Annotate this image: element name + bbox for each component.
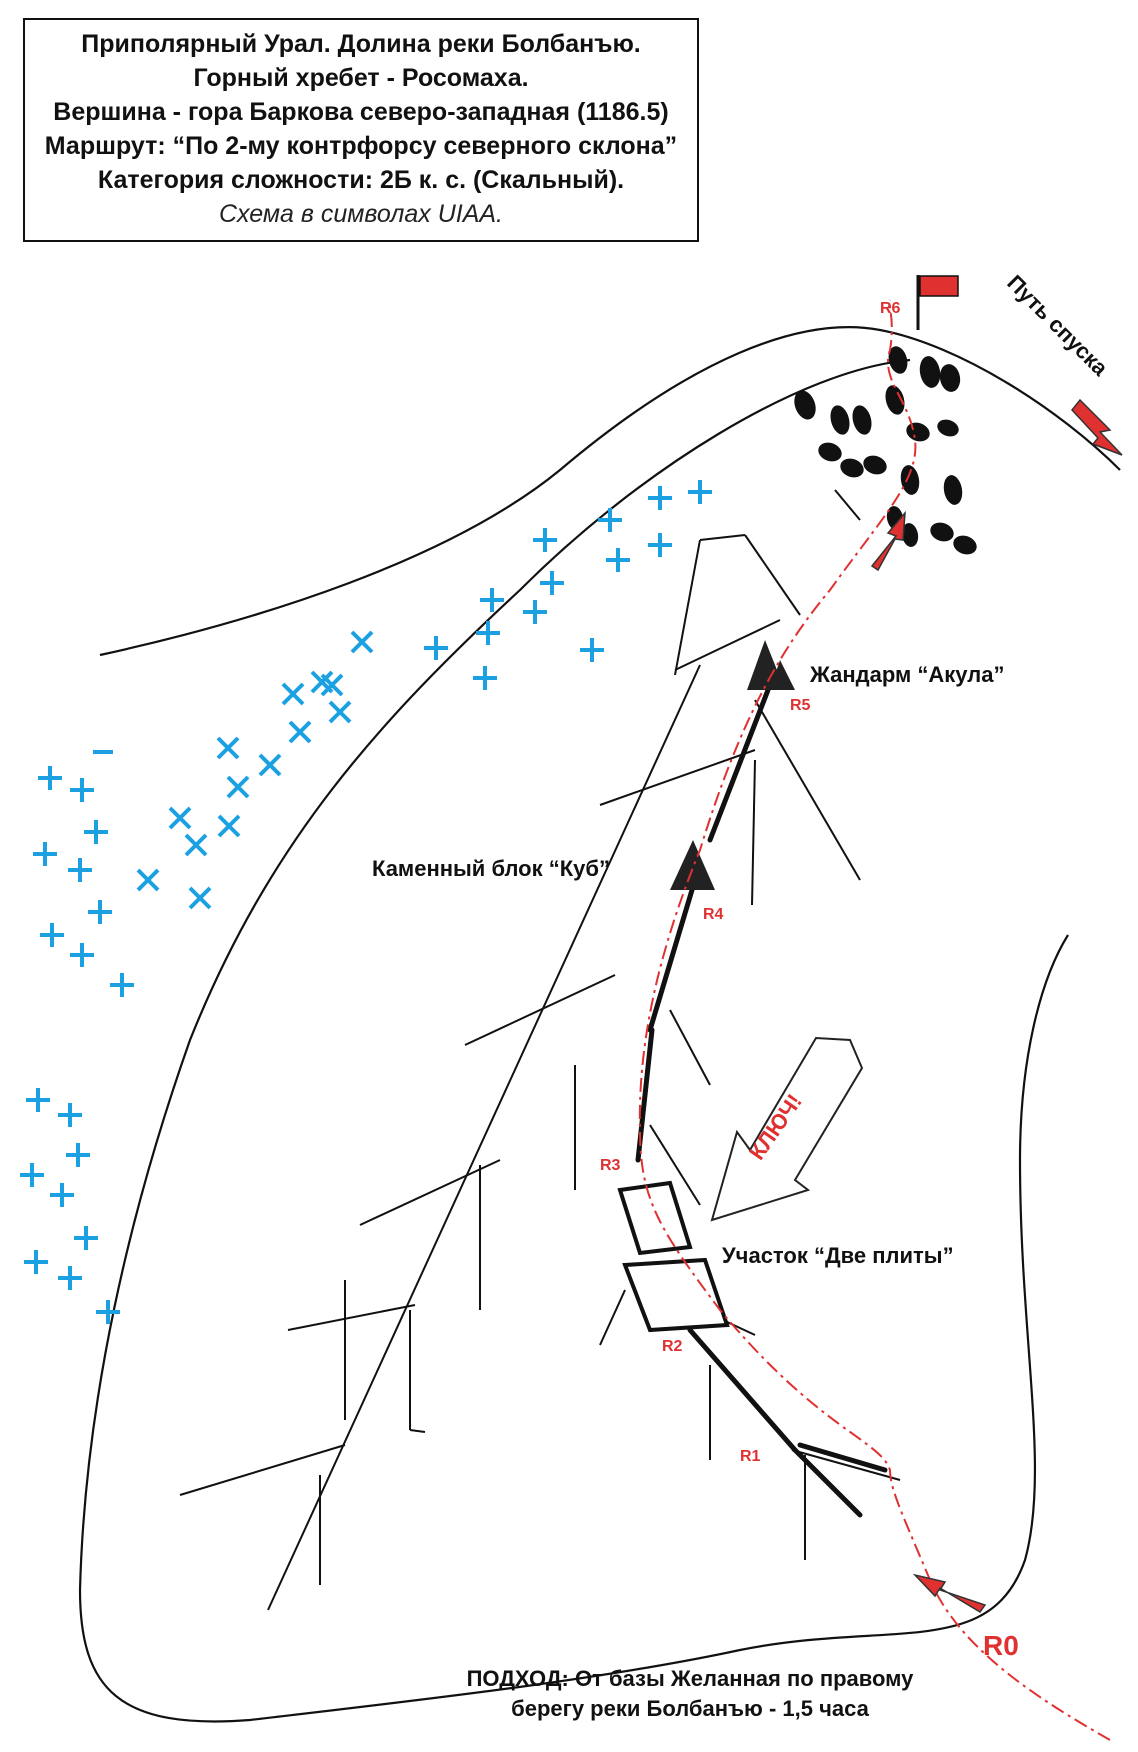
plus-symbol-icon — [480, 588, 504, 612]
x-symbol-icon — [258, 753, 282, 777]
title-grade: Категория сложности: 2Б к. с. (Скальный)… — [97, 166, 625, 194]
title-summit: Вершина - гора Баркова северо-западная (… — [53, 98, 669, 126]
plus-symbol-icon — [40, 923, 64, 947]
x-symbol-icon — [328, 700, 352, 724]
boulder-icon — [840, 458, 864, 478]
approach-line-2: берегу реки Болбанъю - 1,5 часа — [511, 1696, 869, 1721]
gendarme-triangles — [670, 640, 795, 890]
title-legend-note: Схема в символах UIAA. — [218, 200, 504, 228]
plus-symbol-icon — [58, 1266, 82, 1290]
x-symbol-icon — [188, 886, 212, 910]
route-point-r5: R5 — [790, 697, 811, 714]
plus-symbol-icon — [70, 778, 94, 802]
mountain-outline — [78, 358, 1069, 1723]
two-slabs — [617, 1180, 730, 1333]
x-symbol-icon — [217, 814, 241, 838]
ridge-outline — [99, 326, 1121, 657]
summit-flag-icon — [916, 275, 959, 330]
approach-line-1: ПОДХОД: От базы Желанная по правому — [466, 1666, 914, 1691]
title-ridge: Горный хребет - Росомаха. — [193, 64, 529, 92]
x-symbol-icon — [136, 868, 160, 892]
plus-symbol-icon — [540, 571, 564, 595]
route-up-arrow-icon — [870, 510, 906, 572]
boulder-icon — [830, 405, 850, 435]
boulder-icon — [888, 346, 908, 374]
approach-note: ПОДХОД: От базы Желанная по правому бере… — [380, 1664, 1000, 1724]
plus-symbol-icon — [66, 1143, 90, 1167]
boulder-icon — [906, 422, 930, 442]
boulder-icon — [852, 405, 872, 435]
boulder-icon — [863, 455, 887, 475]
plus-symbol-icon — [523, 600, 547, 624]
plus-symbol-icon — [648, 533, 672, 557]
x-symbol-icon — [184, 833, 208, 857]
route-point-r6: R6 — [880, 300, 901, 317]
two-slabs-label: Участок “Две плиты” — [722, 1243, 954, 1268]
boulder-icon — [953, 535, 977, 555]
plus-symbol-icon — [88, 900, 112, 924]
plus-symbol-icon — [33, 842, 57, 866]
snow-symbols — [20, 480, 712, 1324]
rock-route-lines — [635, 687, 888, 1518]
title-region: Приполярный Урал. Долина реки Болбанъю. — [81, 30, 641, 58]
plus-symbol-icon — [24, 1250, 48, 1274]
plus-symbol-icon — [26, 1088, 50, 1112]
rock-boulders — [794, 346, 977, 555]
plus-symbol-icon — [70, 943, 94, 967]
x-symbol-icon — [320, 673, 344, 697]
route-point-r3: R3 — [600, 1157, 621, 1174]
plus-symbol-icon — [68, 858, 92, 882]
boulder-icon — [900, 465, 920, 495]
plus-symbol-icon — [424, 636, 448, 660]
x-symbol-icon — [350, 630, 374, 654]
plus-symbol-icon — [84, 820, 108, 844]
route-point-r0: R0 — [983, 1630, 1019, 1661]
plus-symbol-icon — [648, 486, 672, 510]
plus-symbol-icon — [533, 528, 557, 552]
boulder-icon — [794, 390, 816, 420]
plus-symbol-icon — [20, 1163, 44, 1187]
title-box — [23, 18, 699, 242]
gendarme-label: Жандарм “Акула” — [810, 662, 1005, 687]
rock-ribs — [179, 489, 901, 1611]
x-symbol-icon — [168, 806, 192, 830]
boulder-icon — [919, 356, 941, 388]
boulder-icon — [937, 419, 959, 437]
plus-symbol-icon — [96, 1300, 120, 1324]
cube-block-label: Каменный блок “Куб” — [372, 856, 610, 881]
boulder-icon — [943, 475, 963, 505]
plus-symbol-icon — [74, 1226, 98, 1250]
descent-arrow-icon — [1071, 398, 1123, 456]
boulder-icon — [901, 523, 919, 547]
plus-symbol-icon — [58, 1103, 82, 1127]
boulder-icon — [885, 385, 905, 415]
x-symbol-icon — [226, 775, 250, 799]
route-point-r1: R1 — [740, 1448, 761, 1465]
plus-symbol-icon — [38, 766, 62, 790]
plus-symbol-icon — [476, 621, 500, 645]
plus-symbol-icon — [688, 480, 712, 504]
route-path — [638, 299, 1111, 1741]
approach-arrow-icon — [912, 1573, 987, 1613]
plus-symbol-icon — [110, 973, 134, 997]
boulder-icon — [818, 442, 842, 462]
plus-symbol-icon — [50, 1183, 74, 1207]
route-point-r4: R4 — [703, 906, 724, 923]
boulder-icon — [930, 522, 954, 542]
route-point-r2: R2 — [662, 1338, 683, 1355]
x-symbol-icon — [288, 720, 312, 744]
plus-symbol-icon — [598, 508, 622, 532]
x-symbol-icon — [281, 682, 305, 706]
boulder-icon — [939, 364, 961, 392]
key-arrow-icon — [710, 1036, 864, 1222]
title-route: Маршрут: “По 2-му контрфорсу северного с… — [44, 132, 678, 160]
plus-symbol-icon — [606, 548, 630, 572]
plus-symbol-icon — [473, 666, 497, 690]
x-symbol-icon — [216, 736, 240, 760]
plus-symbol-icon — [580, 638, 604, 662]
